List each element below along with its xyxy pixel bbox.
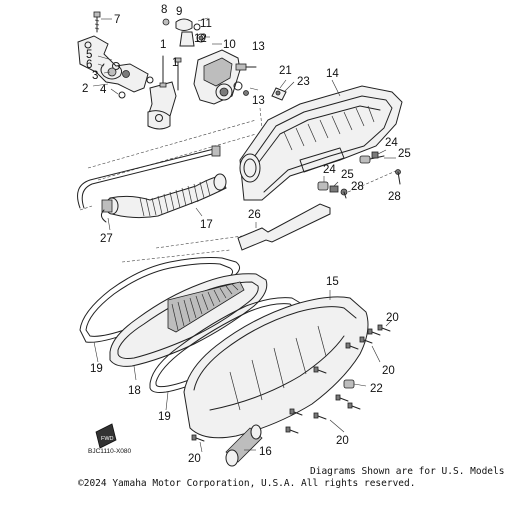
sensor-assembly [162, 17, 222, 47]
callout-4: 4 [100, 84, 107, 96]
bolt-1-drawing [159, 55, 182, 91]
callout-7: 7 [114, 14, 120, 26]
sensor-21-23 [271, 79, 295, 101]
callout-16: 16 [259, 446, 272, 458]
fwd-marker: FWD [95, 423, 117, 449]
callout-10: 10 [223, 39, 236, 51]
callout-20: 20 [382, 365, 395, 377]
footer-disclaimer: Diagrams Shown are for U.S. Models [310, 466, 505, 477]
bolt-7-drawing [93, 11, 101, 33]
callout-28: 28 [388, 191, 401, 203]
callout-3: 3 [92, 70, 98, 82]
reference-code: BJC1110-X080 [88, 448, 132, 455]
callout-28: 28 [351, 181, 364, 193]
callout-24: 24 [323, 164, 336, 176]
screws-20 [191, 319, 393, 453]
callout-9: 9 [176, 6, 182, 18]
callout-8: 8 [161, 4, 167, 16]
callout-23: 23 [297, 76, 310, 88]
callout-26: 26 [248, 209, 261, 221]
callout-12: 12 [194, 33, 207, 45]
air-box-cover [183, 290, 369, 439]
callout-25: 25 [341, 169, 354, 181]
throttle-body [193, 49, 259, 105]
callout-19: 19 [158, 411, 171, 423]
fasteners-right [317, 149, 401, 199]
callout-1: 1 [160, 39, 166, 51]
callout-20: 20 [188, 453, 201, 465]
callout-27: 27 [100, 233, 113, 245]
bracket-assembly [77, 11, 177, 130]
callout-2: 2 [82, 83, 88, 95]
intake-duct [77, 145, 227, 231]
air-box [239, 79, 403, 201]
callout-24: 24 [385, 137, 398, 149]
seal-strip [237, 203, 331, 251]
filter-element [109, 273, 268, 381]
callout-15: 15 [326, 276, 339, 288]
svg-text:FWD: FWD [101, 436, 114, 442]
drain-tube [225, 424, 263, 467]
callout-19: 19 [90, 363, 103, 375]
callout-25: 25 [398, 148, 411, 160]
callout-20: 20 [336, 435, 349, 447]
callout-13: 13 [252, 41, 265, 53]
callout-13: 13 [252, 95, 265, 107]
callout-5: 5 [86, 49, 92, 61]
footer-copyright: ©2024 Yamaha Motor Corporation, U.S.A. A… [78, 478, 416, 489]
callout-11: 11 [200, 18, 212, 30]
callout-18: 18 [128, 385, 141, 397]
callout-6: 6 [86, 59, 92, 71]
callout-21: 21 [279, 65, 292, 77]
callout-20: 20 [386, 312, 399, 324]
callout-22: 22 [370, 383, 383, 395]
callout-17: 17 [200, 219, 213, 231]
callout-14: 14 [326, 68, 339, 80]
callout-1: 1 [172, 57, 178, 69]
